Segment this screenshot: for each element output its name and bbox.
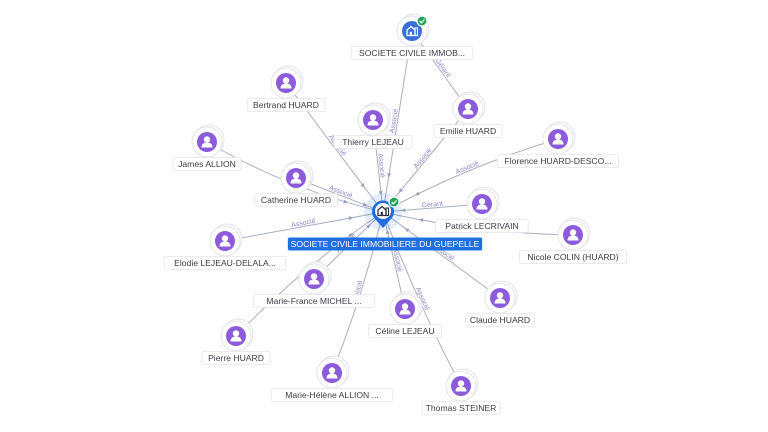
edge-arrow bbox=[404, 228, 410, 233]
node-label-text: Catherine HUARD bbox=[261, 195, 331, 205]
node-label[interactable]: Marie-France MICHEL ... bbox=[252, 294, 376, 308]
edge-arrow bbox=[360, 182, 365, 188]
node-label[interactable]: Pierre HUARD bbox=[201, 351, 271, 365]
edge-label: Associé bbox=[291, 218, 316, 229]
edge-label: Associé bbox=[376, 153, 386, 178]
edge-label: Associé bbox=[413, 147, 434, 170]
edge-arrow bbox=[378, 190, 383, 196]
nodes-layer: SOCIETE CIVILE IMMOB... Bertrand HUARD Thi… bbox=[163, 13, 627, 415]
node-label-text: Thomas STEINER bbox=[426, 403, 497, 413]
person-icon bbox=[308, 273, 320, 285]
person-icon bbox=[280, 77, 292, 89]
node-label-text: Céline LEJEAU bbox=[375, 326, 434, 336]
person-icon bbox=[552, 133, 564, 145]
node-label[interactable]: Claude HUARD bbox=[465, 313, 535, 327]
node-label-text: Thierry LEJEAU bbox=[342, 137, 404, 147]
node-label[interactable]: Bertrand HUARD bbox=[246, 98, 326, 112]
node-label-text: Nicole COLIN (HUARD) bbox=[527, 252, 618, 262]
node-label-text: Marie-Hélène ALLION ... bbox=[285, 390, 379, 400]
person-icon bbox=[290, 172, 302, 184]
node-label[interactable]: Emilie HUARD bbox=[433, 124, 503, 138]
node-label[interactable]: Céline LEJEAU bbox=[368, 324, 442, 338]
check-icon bbox=[388, 196, 400, 208]
node-nicole[interactable]: Nicole COLIN (HUARD) bbox=[519, 217, 627, 264]
edge-arrow bbox=[348, 233, 354, 238]
node-label[interactable]: Thierry LEJEAU bbox=[333, 135, 413, 149]
node-pierre[interactable]: Pierre HUARD bbox=[201, 318, 271, 365]
check-icon bbox=[416, 15, 428, 27]
edge-arrow bbox=[418, 218, 424, 223]
person-icon bbox=[462, 103, 474, 115]
node-label[interactable]: Florence HUARD-DESCO... bbox=[496, 154, 620, 168]
node-label-text: Pierre HUARD bbox=[208, 353, 264, 363]
node-label-text: Elodie LEJEAU-DELALA... bbox=[174, 258, 276, 268]
person-icon bbox=[494, 292, 506, 304]
node-label[interactable]: Patrick LECRIVAIN bbox=[435, 219, 529, 233]
edge-label: Associé bbox=[391, 247, 403, 273]
node-emilie[interactable]: Emilie HUARD bbox=[433, 91, 503, 138]
node-label-text: Florence HUARD-DESCO... bbox=[505, 156, 612, 166]
node-label[interactable]: Marie-Hélène ALLION ... bbox=[270, 388, 394, 402]
person-icon bbox=[230, 330, 242, 342]
person-icon bbox=[399, 303, 411, 315]
edge-line bbox=[224, 211, 384, 242]
edge-label: Gérant bbox=[433, 58, 451, 80]
person-icon bbox=[367, 114, 379, 126]
edge-arrow bbox=[400, 208, 406, 213]
node-james[interactable]: James ALLION bbox=[172, 124, 242, 171]
person-icon bbox=[567, 229, 579, 241]
edge-line bbox=[382, 211, 501, 299]
building-icon bbox=[406, 25, 419, 37]
person-icon bbox=[201, 136, 213, 148]
edge-arrow bbox=[362, 202, 368, 207]
node-label-text: Patrick LECRIVAIN bbox=[445, 221, 518, 231]
edge-label: Gérant bbox=[421, 201, 443, 210]
center-node[interactable]: SOCIETE CIVILE IMMOBILIERE DU GUEPELLE bbox=[287, 193, 483, 251]
node-label-text: Emilie HUARD bbox=[440, 126, 496, 136]
node-marie-france[interactable]: Marie-France MICHEL ... bbox=[252, 261, 376, 308]
node-thierry[interactable]: Thierry LEJEAU bbox=[333, 102, 413, 149]
node-catherine[interactable]: Catherine HUARD bbox=[254, 160, 338, 207]
edge-arrow bbox=[387, 173, 392, 178]
node-label[interactable]: James ALLION bbox=[172, 157, 242, 171]
node-florence[interactable]: Florence HUARD-DESCO... bbox=[496, 121, 620, 168]
node-marie-helene[interactable]: Marie-Hélène ALLION ... bbox=[270, 355, 394, 402]
edge-label: Associé bbox=[455, 160, 480, 176]
edge-line bbox=[331, 211, 384, 374]
node-label[interactable]: Thomas STEINER bbox=[421, 401, 501, 415]
center-node-label[interactable]: SOCIETE CIVILE IMMOBILIERE DU GUEPELLE bbox=[287, 237, 483, 251]
person-icon bbox=[476, 198, 488, 210]
edge-arrow bbox=[343, 199, 349, 204]
node-label[interactable]: Catherine HUARD bbox=[254, 193, 338, 207]
node-label[interactable]: Elodie LEJEAU-DELALA... bbox=[163, 256, 287, 270]
edge-arrow bbox=[414, 191, 420, 196]
node-label-text: SOCIETE CIVILE IMMOB... bbox=[359, 48, 465, 58]
edge-elodie-center: Associé bbox=[224, 211, 384, 242]
building-icon bbox=[377, 205, 390, 217]
node-thomas[interactable]: Thomas STEINER bbox=[421, 368, 501, 415]
person-icon bbox=[219, 235, 231, 247]
edge-arrow bbox=[386, 229, 390, 235]
node-elodie[interactable]: Elodie LEJEAU-DELALA... bbox=[163, 223, 287, 270]
node-label-text: James ALLION bbox=[178, 159, 236, 169]
person-icon bbox=[326, 367, 338, 379]
node-label-text: Marie-France MICHEL ... bbox=[266, 296, 361, 306]
node-label-text: Claude HUARD bbox=[470, 315, 530, 325]
node-label-text: SOCIETE CIVILE IMMOBILIERE DU GUEPELLE bbox=[291, 239, 480, 249]
node-sci-top[interactable]: SOCIETE CIVILE IMMOB... bbox=[350, 13, 474, 60]
edge-arrow bbox=[398, 188, 404, 193]
node-label[interactable]: Nicole COLIN (HUARD) bbox=[519, 250, 627, 264]
node-bertrand[interactable]: Bertrand HUARD bbox=[246, 65, 326, 112]
node-label-text: Bertrand HUARD bbox=[253, 100, 319, 110]
node-claude[interactable]: Claude HUARD bbox=[465, 280, 535, 327]
edge-label: Associé bbox=[389, 108, 400, 133]
node-label[interactable]: SOCIETE CIVILE IMMOB... bbox=[350, 46, 474, 60]
node-celine[interactable]: Céline LEJEAU bbox=[368, 291, 442, 338]
edge-arrow bbox=[366, 224, 371, 229]
node-patrick[interactable]: Patrick LECRIVAIN bbox=[435, 186, 529, 233]
edge-arrow bbox=[348, 216, 354, 221]
edge-line bbox=[382, 138, 559, 213]
person-icon bbox=[455, 380, 467, 392]
